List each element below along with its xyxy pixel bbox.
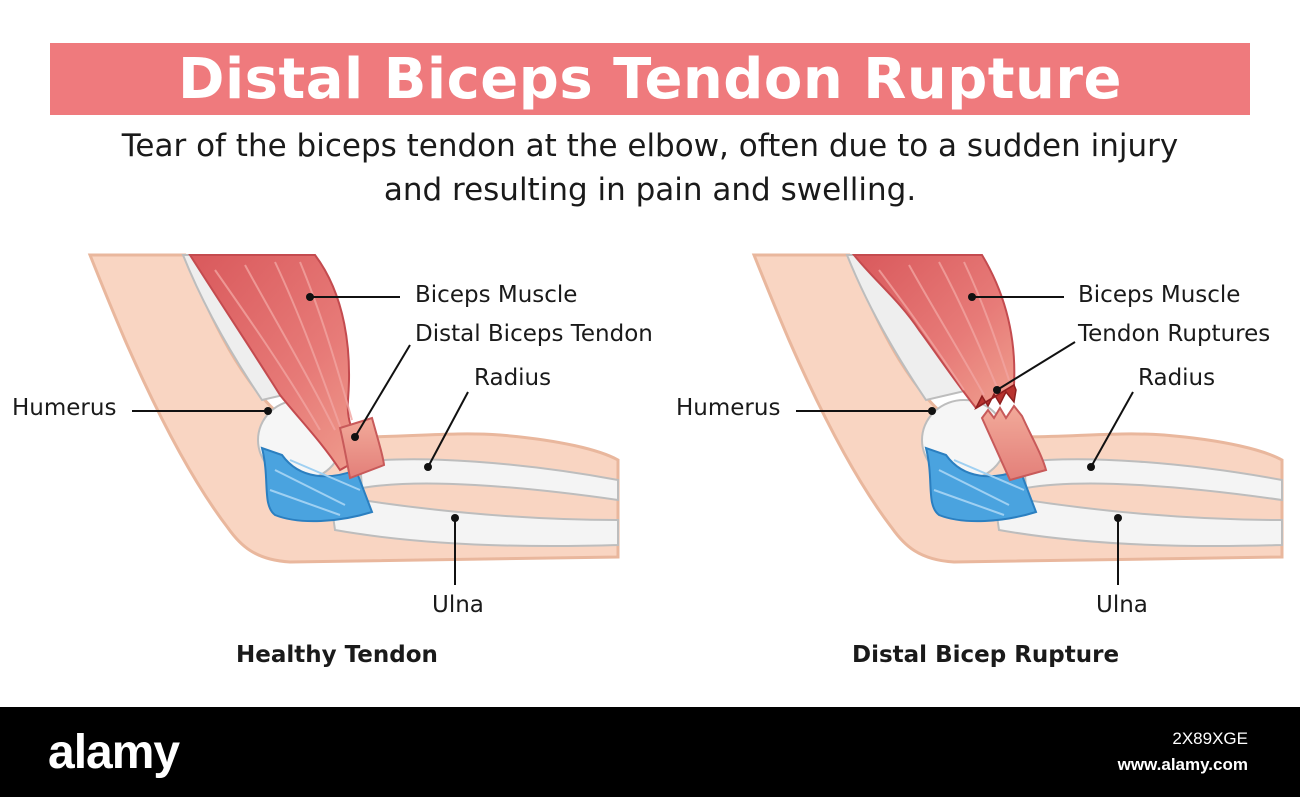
label-ulna-rupture: Ulna — [1096, 592, 1148, 618]
leader-dots-rupture — [928, 293, 1122, 522]
alamy-logo: alamy — [48, 726, 180, 779]
label-tendon-ruptures: Tendon Ruptures — [1078, 321, 1271, 347]
label-biceps-muscle-healthy: Biceps Muscle — [415, 282, 578, 308]
leader-dots-healthy — [264, 293, 459, 522]
label-ulna-healthy: Ulna — [432, 592, 484, 618]
caption-distal-bicep-rupture: Distal Bicep Rupture — [852, 642, 1120, 668]
label-radius-healthy: Radius — [474, 365, 552, 391]
title-banner: Distal Biceps Tendon Rupture — [50, 43, 1250, 115]
page-title: Distal Biceps Tendon Rupture — [177, 46, 1123, 112]
description-line-2: and resulting in pain and swelling. — [383, 172, 917, 208]
leader-lines-healthy — [132, 296, 469, 585]
image-id: 2X89XGE — [1172, 729, 1248, 748]
label-humerus-healthy: Humerus — [12, 395, 117, 421]
watermark-url: www.alamy.com — [1117, 755, 1248, 774]
caption-healthy-tendon: Healthy Tendon — [236, 642, 438, 668]
healthy-arm — [88, 253, 620, 564]
description-line-1: Tear of the biceps tendon at the elbow, … — [121, 128, 1179, 164]
rupture-arm — [752, 253, 1284, 564]
label-distal-biceps-tendon: Distal Biceps Tendon — [415, 321, 653, 347]
label-biceps-muscle-rupture: Biceps Muscle — [1078, 282, 1241, 308]
watermark-footer: alamy 2X89XGE www.alamy.com — [0, 707, 1300, 797]
description: Tear of the biceps tendon at the elbow, … — [60, 124, 1240, 212]
leader-lines-rupture — [796, 296, 1134, 585]
anatomy-illustration — [88, 253, 1284, 585]
label-humerus-rupture: Humerus — [676, 395, 781, 421]
label-radius-rupture: Radius — [1138, 365, 1216, 391]
